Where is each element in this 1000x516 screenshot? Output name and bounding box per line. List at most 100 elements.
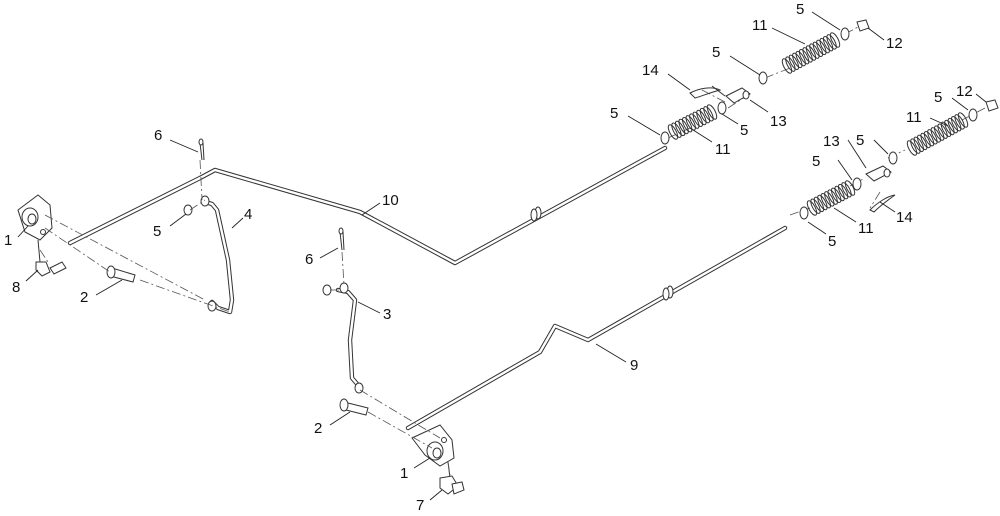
spring-coil (844, 180, 856, 196)
spring-coil (674, 120, 686, 137)
bolt-left (106, 265, 136, 283)
washer-center-link (322, 284, 332, 296)
spring-coil (805, 45, 817, 61)
callout-14-upper: 14 (642, 62, 659, 79)
rod-10 (67, 145, 668, 266)
spring-coil (682, 116, 693, 133)
spring-coil (792, 52, 803, 69)
spring-coil (829, 32, 841, 48)
rod-3 (335, 282, 364, 394)
spring-coil (934, 125, 945, 141)
spring-coil (788, 54, 800, 71)
spring-coil (696, 109, 707, 126)
callout-2-right: 2 (314, 420, 322, 437)
callout-1-right: 1 (400, 465, 408, 482)
callout-14-lower: 14 (896, 209, 913, 226)
spring-coil (806, 200, 818, 216)
spring-coil (954, 114, 965, 130)
spring-coil (810, 198, 821, 214)
spring-coil (822, 35, 834, 52)
callout-3: 3 (383, 306, 391, 323)
callout-4: 4 (244, 206, 252, 223)
spring-coil (678, 118, 689, 135)
spring-coil (689, 113, 700, 129)
callout-11-upper-lower: 11 (715, 141, 731, 158)
spring-coil (831, 187, 842, 204)
upper-spring-assembly (660, 19, 870, 145)
spring-coil (937, 123, 948, 139)
spring-coil (813, 196, 825, 213)
spring-coil (802, 47, 813, 63)
spring-coil (826, 34, 837, 50)
callout-8: 8 (12, 279, 20, 296)
spring-coil (927, 129, 938, 145)
spring-coil (947, 117, 958, 134)
spring-coil (910, 138, 921, 154)
cotter-pin-left (198, 138, 205, 161)
spring-coil (827, 189, 838, 205)
callout-5-lower-mid: 5 (812, 153, 820, 170)
spring-coil (781, 58, 793, 74)
callout-7: 7 (416, 497, 424, 514)
rod-4 (200, 195, 235, 315)
assembly-lines (39, 25, 986, 476)
spring-coil (812, 41, 824, 58)
callout-9: 9 (630, 357, 638, 374)
spring-coil (913, 136, 924, 153)
spring-coil (841, 182, 852, 198)
spring-coil (795, 50, 806, 67)
callout-5-upper-end: 5 (796, 1, 804, 18)
callout-2-left: 2 (80, 289, 88, 306)
callout-6-center: 6 (305, 251, 313, 268)
spring-coil (798, 48, 810, 65)
spring-coil (917, 134, 928, 151)
spring-coil (692, 111, 703, 128)
callout-13-lower: 13 (823, 133, 840, 150)
spring-coil (785, 56, 796, 72)
spring-coil (817, 194, 828, 211)
callout-1-left: 1 (4, 232, 12, 249)
spring-coil (940, 121, 952, 138)
spring-coil (957, 112, 969, 128)
spring-coil (667, 124, 679, 140)
callout-5-upper-top: 5 (712, 44, 720, 61)
callout-12-lower: 12 (956, 83, 973, 100)
cotter-pin-center (338, 227, 345, 251)
callout-5-lower-end: 5 (934, 89, 942, 106)
spring-coil (824, 191, 835, 207)
lower-spring-assembly (799, 99, 999, 220)
callout-5-left-link: 5 (153, 223, 161, 240)
spring-coil (906, 140, 918, 156)
washer-left-link (183, 204, 193, 216)
callout-11-upper-top: 11 (752, 17, 768, 34)
callout-10: 10 (382, 192, 399, 209)
callout-5-upper-mid: 5 (740, 122, 748, 139)
spring-coil (820, 192, 831, 209)
callout-12-upper: 12 (886, 35, 903, 52)
callout-6-left: 6 (154, 127, 162, 144)
spring-coil (920, 132, 931, 149)
spring-coil (671, 122, 682, 138)
spring-coil (923, 130, 935, 147)
spring-coil (944, 119, 955, 136)
bracket-right (411, 424, 465, 495)
spring-coil (834, 185, 845, 202)
callout-11-lower-lower: 11 (858, 220, 874, 237)
spring-coil (837, 183, 849, 200)
spring-coil (930, 127, 941, 143)
spring-coil (703, 106, 714, 122)
callout-11-lower-top: 11 (906, 109, 922, 126)
rod-9 (405, 225, 788, 431)
callout-5-lower-upper: 5 (856, 132, 864, 149)
spring-coil (699, 107, 711, 124)
spring-coil (816, 39, 827, 56)
callout-13-upper: 13 (770, 113, 787, 130)
spring-coil (685, 115, 696, 131)
callout-5-lower-rod: 5 (828, 233, 836, 250)
spring-coil (706, 104, 718, 120)
bracket-left (17, 194, 67, 277)
spring-coil (951, 115, 962, 132)
spring-coil (809, 43, 820, 59)
callouts: 1 8 2 6 5 4 10 6 3 9 2 1 7 (4, 1, 987, 514)
